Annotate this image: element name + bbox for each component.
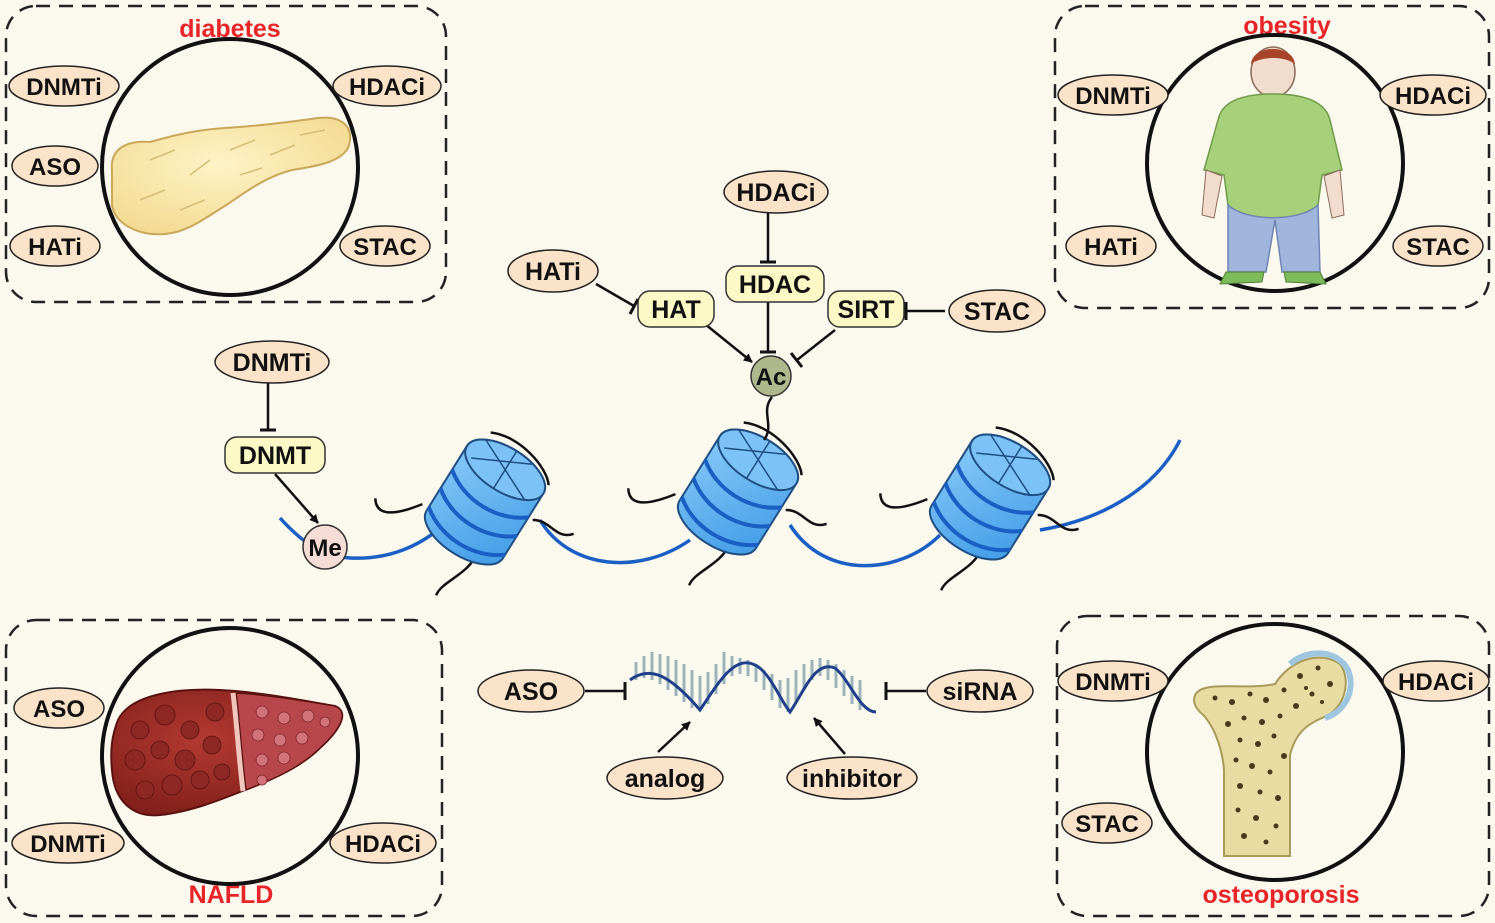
methyl-label: Me	[308, 535, 341, 562]
dna-strand	[278, 516, 442, 560]
panel-title: osteoporosis	[1203, 881, 1360, 909]
acetyl-label: Ac	[756, 364, 787, 391]
drug-label-stac: STAC	[964, 298, 1030, 326]
drug-pill	[1057, 660, 1169, 702]
diabetes-panel: diabetes DNMTi HDACi ASO HATi STAC	[4, 4, 448, 304]
drug-label-aso: ASO	[29, 154, 81, 181]
drug-pill	[9, 225, 101, 267]
drug-pill	[1061, 802, 1153, 844]
enzyme-label-hat: HAT	[651, 296, 701, 324]
drug-label-hdaci: HDACi	[349, 74, 425, 101]
drug-label-inhibitor: inhibitor	[802, 765, 902, 793]
methylation-pathway: DNMTi DNMT Me	[214, 340, 348, 570]
panel-border	[1053, 4, 1491, 310]
nucleosome	[879, 426, 1080, 591]
drug-label-stac: STAC	[1406, 234, 1470, 261]
nucleosome	[374, 431, 575, 596]
obesity-panel: obesity DNMTi HDACi HATi STAC	[1053, 4, 1491, 310]
enzyme-box	[224, 436, 326, 474]
title-mask	[1190, 880, 1372, 910]
drug-pill	[214, 340, 330, 384]
drug-pill	[723, 170, 829, 214]
inhibit-line	[595, 282, 635, 308]
enzyme-box	[827, 290, 905, 328]
drug-pill	[339, 225, 431, 267]
drug-pill	[1057, 74, 1169, 116]
rna-targeting: ASO siRNA analog inhibitor	[477, 652, 1034, 800]
drug-label-dnmti: DNMTi	[1075, 669, 1151, 696]
obese-person-icon	[1201, 46, 1345, 285]
osteoporosis-panel: osteoporosis DNMTi HDACi STAC	[1055, 614, 1491, 918]
panel-border	[4, 618, 444, 918]
inhibit-line	[796, 329, 836, 361]
drug-pill	[11, 145, 99, 187]
dna-strand	[1039, 439, 1182, 532]
drug-pill	[606, 756, 724, 800]
drug-label-hati: HATi	[28, 234, 82, 261]
activate-arrow	[657, 721, 691, 753]
femur-bone-icon	[1193, 650, 1354, 857]
drug-label-sirna: siRNA	[942, 678, 1017, 706]
methyl-mark	[302, 524, 348, 570]
drug-pill	[13, 687, 105, 729]
enzyme-box	[637, 290, 715, 328]
panel-border	[4, 4, 448, 304]
nafld-panel: NAFLD ASO DNMTi HDACi	[4, 618, 444, 918]
drug-pill	[507, 249, 599, 293]
pancreas-icon	[110, 116, 352, 236]
dna-strand	[538, 519, 692, 565]
enzyme-label-dnmt: DNMT	[239, 442, 311, 470]
drug-label-analog: analog	[625, 765, 706, 793]
acetyl-mark	[750, 355, 792, 397]
drug-pill	[477, 669, 585, 713]
acetylation-pathway: HDACi HATi STAC HDAC HAT SIRT Ac	[507, 170, 1046, 397]
drug-label-hdaci: HDACi	[345, 831, 421, 858]
drug-label-hdaci: HDACi	[736, 179, 815, 207]
enzyme-label-hdac: HDAC	[739, 271, 811, 299]
histone-tail	[762, 396, 774, 441]
drug-label-dnmti: DNMTi	[1075, 83, 1151, 110]
drug-label-dnmti: DNMTi	[233, 349, 312, 377]
title-mask	[160, 12, 300, 40]
drug-label-stac: STAC	[1075, 811, 1139, 838]
drug-pill	[332, 65, 442, 107]
drug-pill	[1379, 74, 1487, 116]
dna-strand	[788, 524, 942, 568]
enzyme-label-sirt: SIRT	[838, 296, 895, 324]
activate-arrow	[813, 717, 846, 755]
inhibit-bar	[628, 298, 640, 315]
panel-border	[1055, 614, 1491, 918]
activate-arrow	[699, 319, 753, 363]
nucleosome	[627, 421, 828, 586]
drug-pill	[329, 822, 437, 864]
drug-pill	[786, 756, 918, 800]
drug-label-dnmti: DNMTi	[26, 74, 102, 101]
rna-strand	[629, 661, 877, 715]
enzyme-box	[725, 265, 825, 303]
drug-pill	[8, 65, 120, 107]
drug-label-aso: ASO	[504, 678, 558, 706]
drug-label-hdaci: HDACi	[1398, 669, 1474, 696]
drug-pill	[926, 669, 1034, 713]
drug-label-hati: HATi	[1084, 234, 1138, 261]
inhibit-bar	[789, 352, 804, 368]
drug-pill	[1065, 225, 1157, 267]
drug-label-stac: STAC	[353, 234, 417, 261]
drug-pill	[11, 822, 125, 864]
drug-label-dnmti: DNMTi	[30, 831, 106, 858]
drug-label-hati: HATi	[525, 258, 581, 286]
drug-pill	[1382, 660, 1490, 702]
chromatin	[278, 396, 1182, 596]
drug-label-aso: ASO	[33, 696, 85, 723]
drug-label-hdaci: HDACi	[1395, 83, 1471, 110]
drug-pill	[1392, 225, 1484, 267]
activate-arrow	[274, 473, 319, 524]
drug-pill	[948, 289, 1046, 333]
liver-icon	[110, 688, 344, 817]
